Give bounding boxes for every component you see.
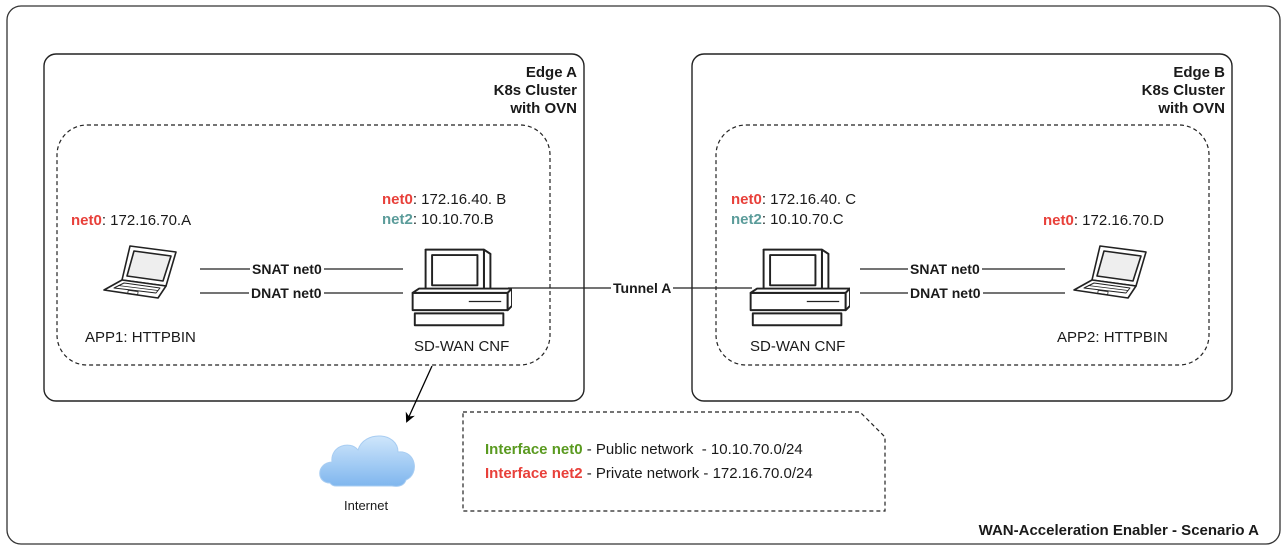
- ip-value: : 172.16.40. C: [761, 191, 857, 208]
- net2-tag: net2: [731, 211, 762, 228]
- legend-net2-desc: - Private network - 172.16.70.0/24: [582, 465, 813, 482]
- net0-tag: net0: [731, 191, 762, 208]
- cnf-a-net2-address: net2: 10.10.70.B: [382, 211, 494, 229]
- edge-b-title-line2: K8s Cluster: [1141, 82, 1225, 99]
- net0-tag: net0: [382, 191, 413, 208]
- snat-label: SNAT net0: [908, 261, 982, 277]
- cnf-a-label: SD-WAN CNF: [414, 338, 510, 355]
- app2-net0-address: net0: 172.16.70.D: [1043, 212, 1164, 230]
- edge-a-title-line3: with OVN: [510, 100, 577, 117]
- internet-label: Internet: [344, 498, 389, 513]
- dnat-label: DNAT net0: [249, 285, 324, 301]
- edge-a-title-line2: K8s Cluster: [493, 82, 577, 99]
- legend-net0-desc: - Public network - 10.10.70.0/24: [582, 441, 803, 458]
- diagram-footer-title: WAN-Acceleration Enabler - Scenario A: [978, 522, 1259, 539]
- legend-net2-name: Interface net2: [485, 465, 583, 482]
- net0-tag: net0: [1043, 212, 1074, 229]
- legend-line-net0: Interface net0 - Public network - 10.10.…: [485, 441, 803, 459]
- tunnel-label: Tunnel A: [611, 280, 674, 296]
- desktop-computer-icon: [411, 248, 512, 327]
- cnf-b-net2-address: net2: 10.10.70.C: [731, 211, 844, 229]
- net0-tag: net0: [71, 212, 102, 229]
- ip-value: : 172.16.70.D: [1073, 212, 1164, 229]
- edge-a-title-line1: Edge A: [525, 64, 577, 81]
- cnf-b-net0-address: net0: 172.16.40. C: [731, 191, 856, 209]
- cnf-b-label: SD-WAN CNF: [750, 338, 846, 355]
- app1-label: APP1: HTTPBIN: [85, 329, 196, 346]
- ip-value: : 10.10.70.C: [761, 211, 844, 228]
- edge-b-title: Edge B K8s Cluster with OVN: [1142, 64, 1225, 118]
- app2-label: APP2: HTTPBIN: [1057, 329, 1168, 346]
- laptop-icon: [1073, 245, 1147, 299]
- cloud-icon: [319, 435, 415, 487]
- ip-value: : 172.16.40. B: [412, 191, 507, 208]
- laptop-icon: [103, 245, 177, 299]
- desktop-computer-icon: [749, 248, 850, 327]
- edge-a-title: Edge A K8s Cluster with OVN: [494, 64, 577, 118]
- cnf-a-net0-address: net0: 172.16.40. B: [382, 191, 506, 209]
- net2-tag: net2: [382, 211, 413, 228]
- app1-net0-address: net0: 172.16.70.A: [71, 212, 191, 230]
- ip-value: : 172.16.70.A: [101, 212, 192, 229]
- dnat-label: DNAT net0: [908, 285, 983, 301]
- snat-label: SNAT net0: [250, 261, 324, 277]
- edge-b-title-line3: with OVN: [1158, 100, 1225, 117]
- edge-b-title-line1: Edge B: [1173, 64, 1225, 81]
- legend-line-net2: Interface net2 - Private network - 172.1…: [485, 465, 813, 483]
- ip-value: : 10.10.70.B: [412, 211, 494, 228]
- legend-net0-name: Interface net0: [485, 441, 583, 458]
